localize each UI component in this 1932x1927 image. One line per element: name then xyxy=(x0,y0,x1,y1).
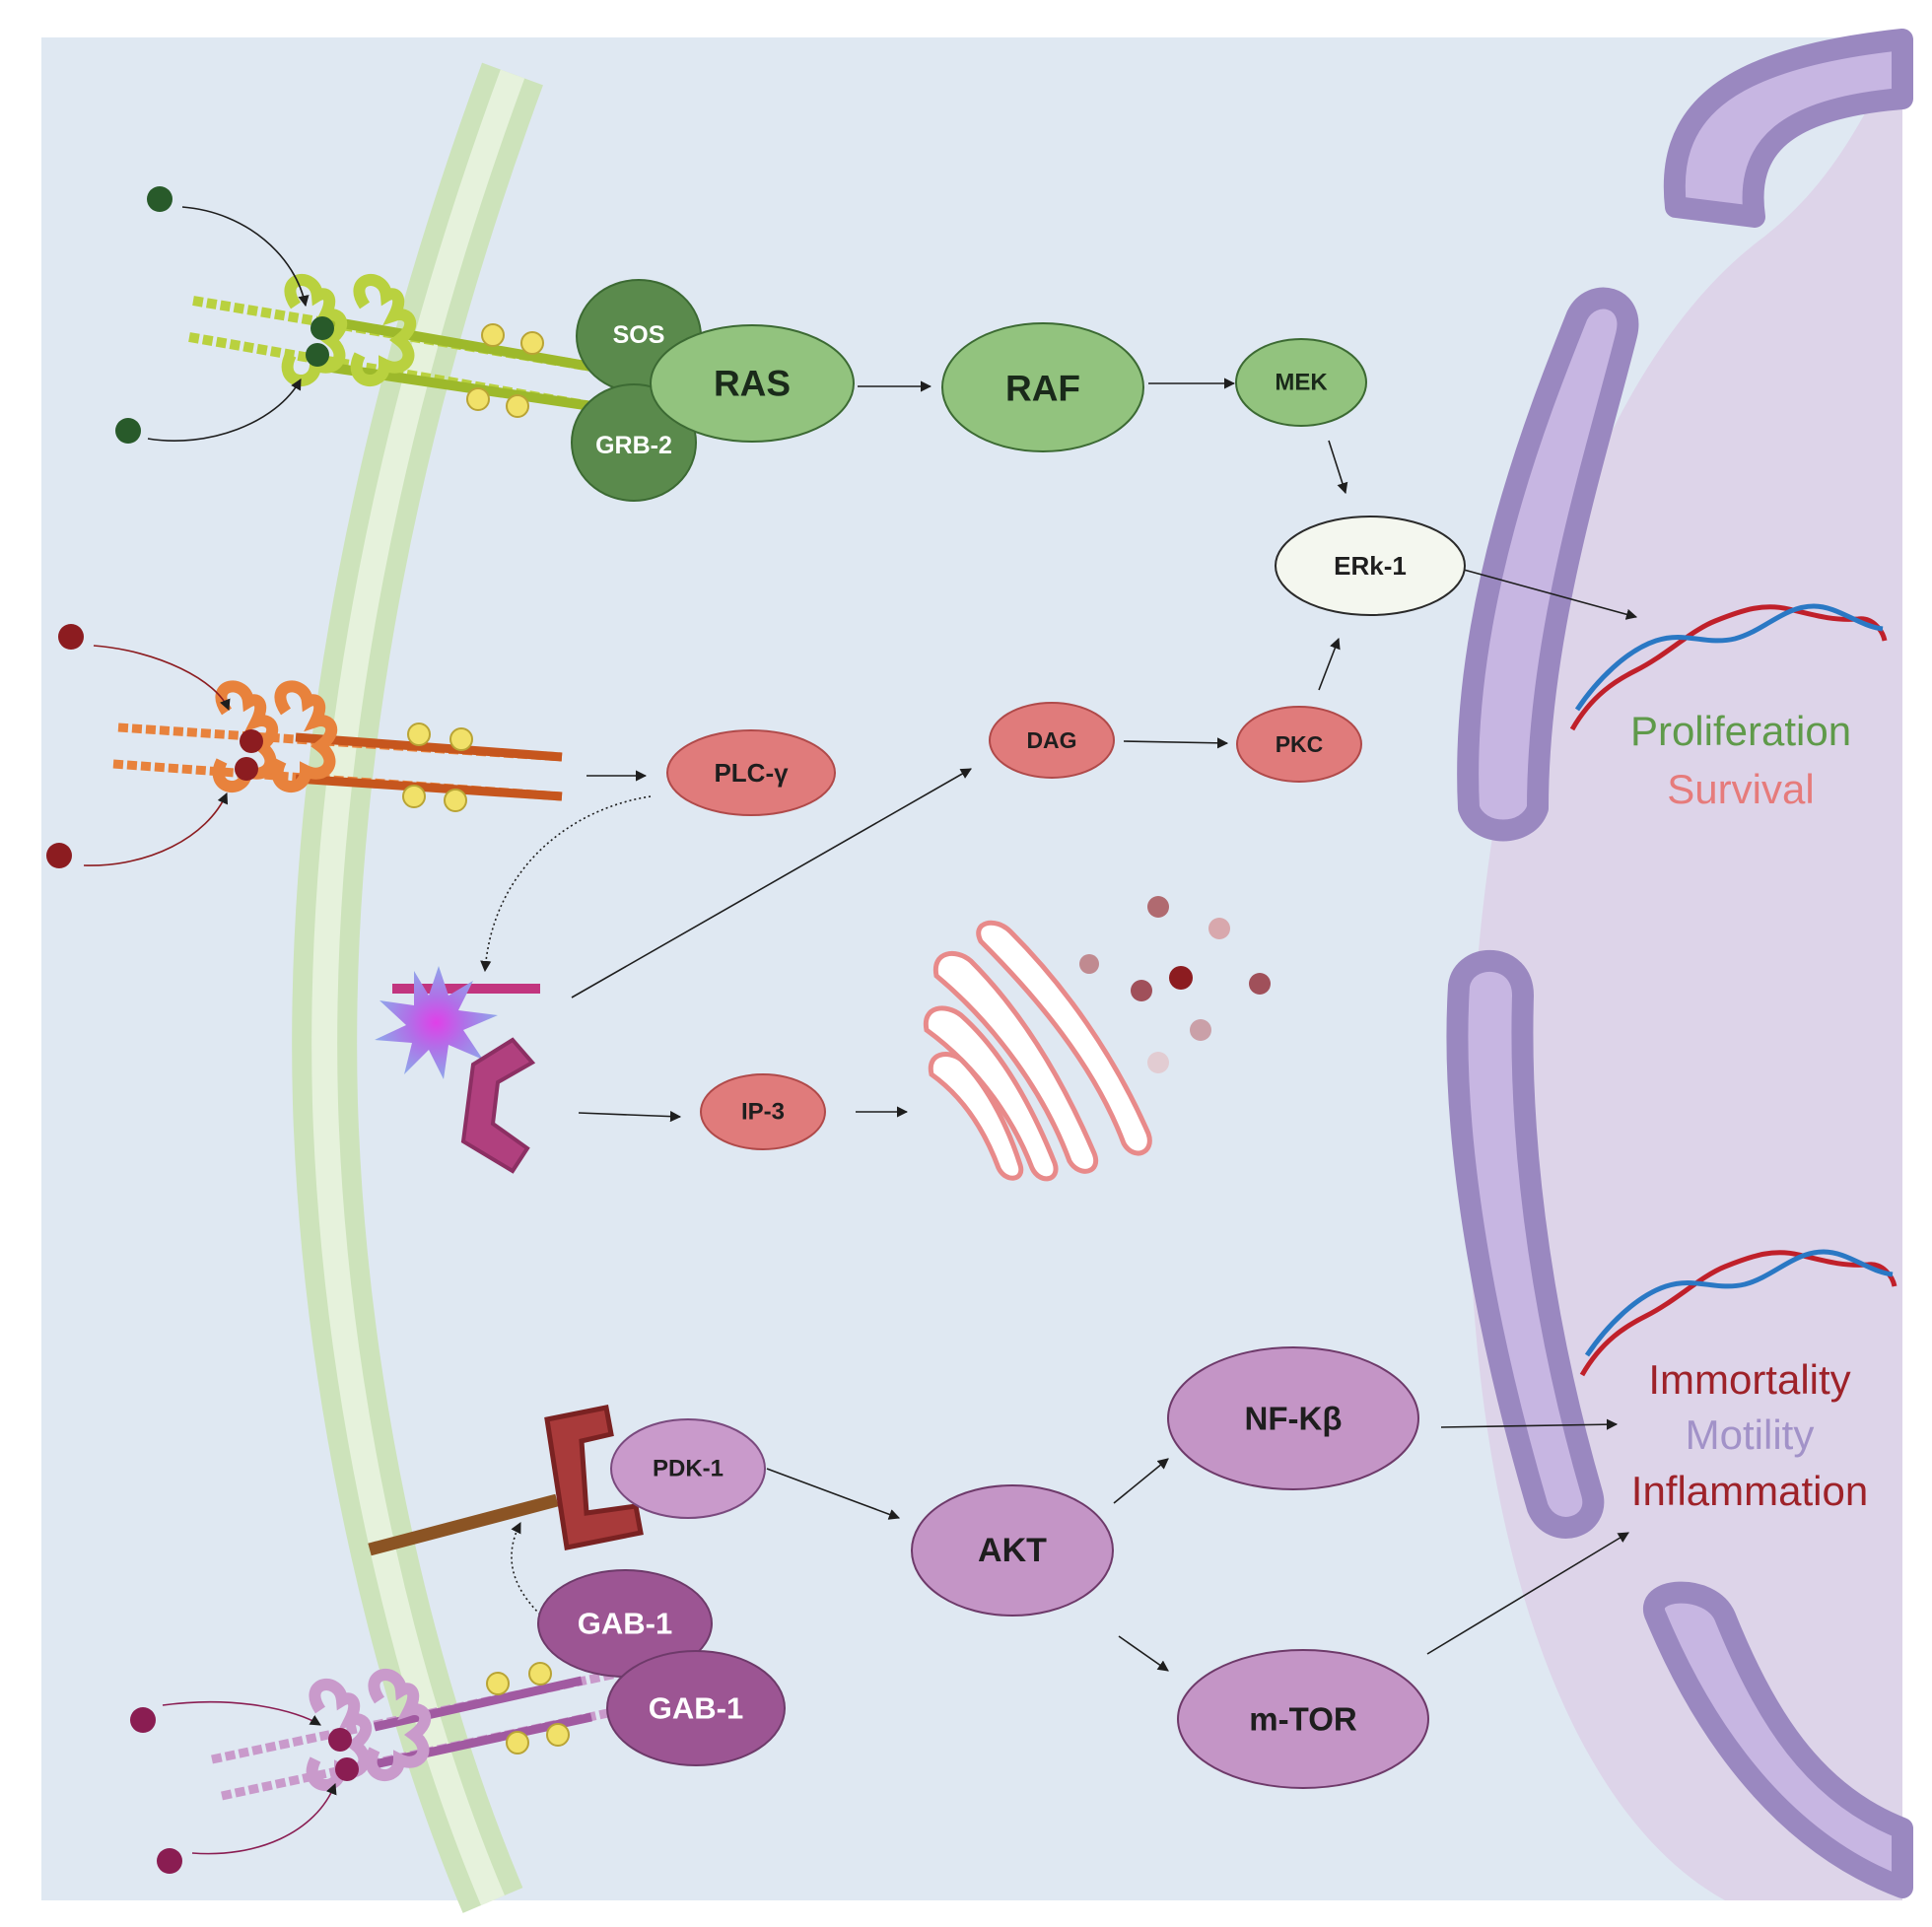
outcome-immortality: Immortality xyxy=(1648,1356,1850,1403)
outcomes-group-1: Proliferation Survival xyxy=(1630,708,1851,812)
nodes: SOS GRB-2 RAS RAF MEK ERk-1 PLC-γ DAG PK… xyxy=(537,279,1466,1789)
ligand-purple-bottom xyxy=(157,1848,182,1874)
raf-node[interactable] xyxy=(941,322,1144,452)
pkc-label: PKC xyxy=(1276,731,1324,757)
erk1-label: ERk-1 xyxy=(1334,551,1407,581)
raf-label: RAF xyxy=(1005,369,1080,409)
ligand-red-top xyxy=(58,624,84,650)
pkc-node[interactable] xyxy=(1236,706,1362,783)
dna-helix-top xyxy=(1569,603,1888,731)
receptor-gab xyxy=(130,1662,632,1874)
endoplasmic-reticulum xyxy=(923,920,1152,1182)
nfkb-label: NF-Kβ xyxy=(1245,1401,1343,1437)
nuclear-envelope-bottom xyxy=(1643,1581,1913,1898)
grb2-label: GRB-2 xyxy=(595,432,672,459)
ligand-purple-top xyxy=(130,1707,156,1733)
erk1-node[interactable] xyxy=(1275,516,1466,616)
cell-membrane xyxy=(292,62,543,1913)
calcium-ions xyxy=(1079,896,1271,1073)
outcome-proliferation: Proliferation xyxy=(1630,708,1851,754)
gab1-bottom-node[interactable] xyxy=(606,1650,786,1766)
nfkb-node[interactable] xyxy=(1167,1346,1419,1490)
akt-label: AKT xyxy=(978,1532,1047,1569)
receptor-ras xyxy=(115,186,592,444)
mtor-label: m-TOR xyxy=(1249,1701,1357,1738)
ligand-red-bottom xyxy=(46,843,72,868)
ip3-label: IP-3 xyxy=(741,1099,785,1126)
outcome-survival: Survival xyxy=(1667,766,1814,812)
nucleus xyxy=(1446,29,1913,1900)
pi3k-bracket xyxy=(544,1405,644,1550)
ligand-green-top xyxy=(147,186,172,212)
nuclear-envelope-top xyxy=(1663,29,1913,228)
dna-helix-bottom xyxy=(1579,1249,1898,1377)
nuclear-envelope-upper xyxy=(1457,287,1639,842)
ip3-node[interactable] xyxy=(700,1073,826,1150)
gab1-bottom-label: GAB-1 xyxy=(649,1691,743,1726)
receptor-plc xyxy=(46,624,563,868)
ras-node[interactable] xyxy=(650,324,855,443)
flash-star xyxy=(375,966,498,1079)
gab1-top-label: GAB-1 xyxy=(578,1607,672,1641)
nuclear-envelope-middle xyxy=(1446,950,1605,1539)
pip2-cleavage xyxy=(375,966,540,1174)
mek-label: MEK xyxy=(1275,370,1328,396)
plcg-node[interactable] xyxy=(666,729,836,816)
ip3-receptor xyxy=(460,1037,536,1174)
sos-label: SOS xyxy=(613,321,665,349)
akt-node[interactable] xyxy=(911,1484,1114,1617)
outcome-inflammation: Inflammation xyxy=(1631,1468,1868,1514)
pi3k-anchor xyxy=(368,1405,644,1556)
pdk1-node[interactable] xyxy=(610,1418,766,1519)
dag-label: DAG xyxy=(1026,727,1076,753)
mtor-node[interactable] xyxy=(1177,1649,1429,1789)
dag-node[interactable] xyxy=(989,702,1115,779)
mek-node[interactable] xyxy=(1235,338,1367,427)
pathway-arrows xyxy=(480,378,1638,1672)
plcg-label: PLC-γ xyxy=(714,758,789,788)
outcomes-group-2: Immortality Motility Inflammation xyxy=(1631,1356,1868,1514)
ligand-green-bottom xyxy=(115,418,141,444)
ras-label: RAS xyxy=(714,364,791,404)
outcome-motility: Motility xyxy=(1686,1411,1815,1458)
pdk1-label: PDK-1 xyxy=(653,1456,724,1482)
